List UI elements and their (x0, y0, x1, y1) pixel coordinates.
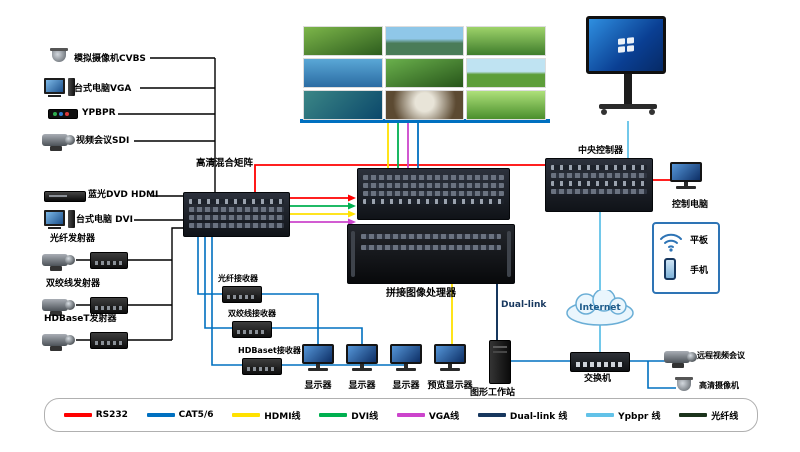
tp-tx-camera-icon (42, 295, 76, 317)
label-dvd-hdmi: 蓝光DVD HDMI (88, 190, 159, 200)
label-central-controller: 中央控制器 (578, 146, 624, 156)
hdbaset-tx-camera-icon (42, 330, 76, 352)
label-twisted-pair-transmitter: 双绞线发射器 (46, 279, 101, 289)
legend-line-swatch (319, 413, 348, 417)
analog-dome-camera-icon (50, 48, 68, 64)
ypbpr-device-icon (48, 109, 78, 119)
label-ypbpr: YPBPR (82, 108, 116, 118)
label-video-processor: 拼接图像处理器 (386, 288, 456, 299)
network-switch (570, 352, 630, 372)
twisted-pair-transmitter-box (90, 297, 128, 314)
central-controller-rack (545, 158, 653, 212)
legend-line-swatch (586, 413, 615, 417)
label-workstation: 图形工作站 (470, 388, 516, 398)
hd-hybrid-matrix-rack (183, 192, 290, 237)
label-monitor-1: 显示器 (304, 381, 332, 391)
video-wall-tile (384, 90, 465, 120)
video-wall-tile (466, 58, 546, 88)
legend-item-dvi: DVI线 (319, 409, 378, 422)
legend-item-rs232: RS232 (63, 410, 128, 420)
processor-upper-rack (357, 168, 510, 220)
hdbaset-transmitter-box (90, 332, 128, 349)
wireless-devices-box (652, 222, 720, 294)
label-fiber-transmitter: 光纤发射器 (50, 234, 96, 244)
label-tablet: 平板 (690, 236, 709, 246)
preview-monitor (432, 344, 468, 371)
label-hd-camera: 高清摄像机 (699, 381, 739, 390)
processor-lower-rack (347, 224, 515, 284)
video-wall (303, 26, 546, 120)
label-hd-matrix: 高清混合矩阵 (196, 158, 254, 169)
video-wall-tile (384, 26, 465, 56)
video-wall-tile (384, 58, 465, 88)
label-control-pc: 控制电脑 (672, 200, 709, 210)
remote-vc-camera-icon (664, 347, 698, 369)
legend-line-swatch (477, 413, 506, 417)
label-monitor-2: 显示器 (348, 381, 376, 391)
label-preview-monitor: 预览显示器 (427, 381, 473, 391)
monitor-1 (300, 344, 336, 371)
label-remote-vc: 远程视频会议 (697, 351, 745, 360)
legend-line-swatch (679, 413, 708, 417)
control-pc (668, 162, 704, 189)
label-monitor-3: 显示器 (392, 381, 420, 391)
video-wall-tile (303, 90, 383, 120)
video-wall-tile (466, 90, 546, 120)
legend-item-hdmi: HDMI线 (232, 409, 301, 422)
legend-line-swatch (232, 413, 261, 417)
windows-logo-icon (618, 37, 634, 53)
wifi-icon (660, 233, 682, 252)
label-hdbaset-transmitter: HDBaseT发射器 (44, 314, 117, 324)
fiber-tx-camera-icon (42, 250, 76, 272)
monitor-3 (388, 344, 424, 371)
label-dvi-pc: 台式电脑 DVI (76, 215, 133, 225)
legend-item-duallink: Dual-link 线 (477, 409, 567, 422)
desktop-pc-vga-icon (44, 78, 75, 98)
video-wall-tile (466, 26, 546, 56)
touchscreen-screen (586, 16, 666, 74)
desktop-pc-dvi-icon (44, 210, 75, 230)
legend-item-ypbpr: Ypbpr 线 (586, 409, 661, 422)
legend-line-swatch (63, 413, 92, 417)
video-wall-tile (303, 26, 383, 56)
legend-item-vga: VGA线 (396, 409, 459, 422)
touchscreen-display (586, 16, 670, 124)
legend: RS232 CAT5/6 HDMI线 DVI线 VGA线 Dual-link 线… (44, 398, 758, 432)
sdi-conference-camera-icon (42, 130, 76, 152)
label-switch: 交换机 (584, 374, 612, 384)
label-fiber-receiver: 光纤接收器 (218, 274, 258, 283)
video-wall-tile (303, 58, 383, 88)
label-cvbs-camera: 模拟摄像机CVBS (74, 54, 146, 64)
label-phone: 手机 (690, 266, 709, 276)
twisted-pair-receiver-box (232, 321, 272, 338)
hdbaset-receiver-box (242, 358, 282, 375)
fiber-receiver-box (222, 286, 262, 303)
legend-item-fiber: 光纤线 (679, 409, 738, 422)
monitor-2 (344, 344, 380, 371)
label-vga-pc: 台式电脑VGA (74, 84, 132, 94)
legend-item-cat56: CAT5/6 (146, 410, 214, 420)
label-twisted-pair-receiver: 双绞线接收器 (228, 309, 276, 318)
label-internet: Internet (579, 303, 621, 313)
legend-line-swatch (396, 413, 425, 417)
bluray-dvd-icon (44, 191, 86, 202)
label-dual-link: Dual-link (501, 300, 547, 310)
phone-icon (664, 258, 676, 280)
internet-cloud: Internet (564, 288, 636, 328)
label-hdbaset-receiver: HDBaset接收器 (238, 346, 301, 355)
fiber-transmitter-box (90, 252, 128, 269)
graphics-workstation (489, 340, 511, 384)
legend-line-swatch (146, 413, 175, 417)
label-sdi-conference: 视频会议SDI (76, 136, 130, 146)
hd-dome-camera-icon (675, 377, 693, 393)
